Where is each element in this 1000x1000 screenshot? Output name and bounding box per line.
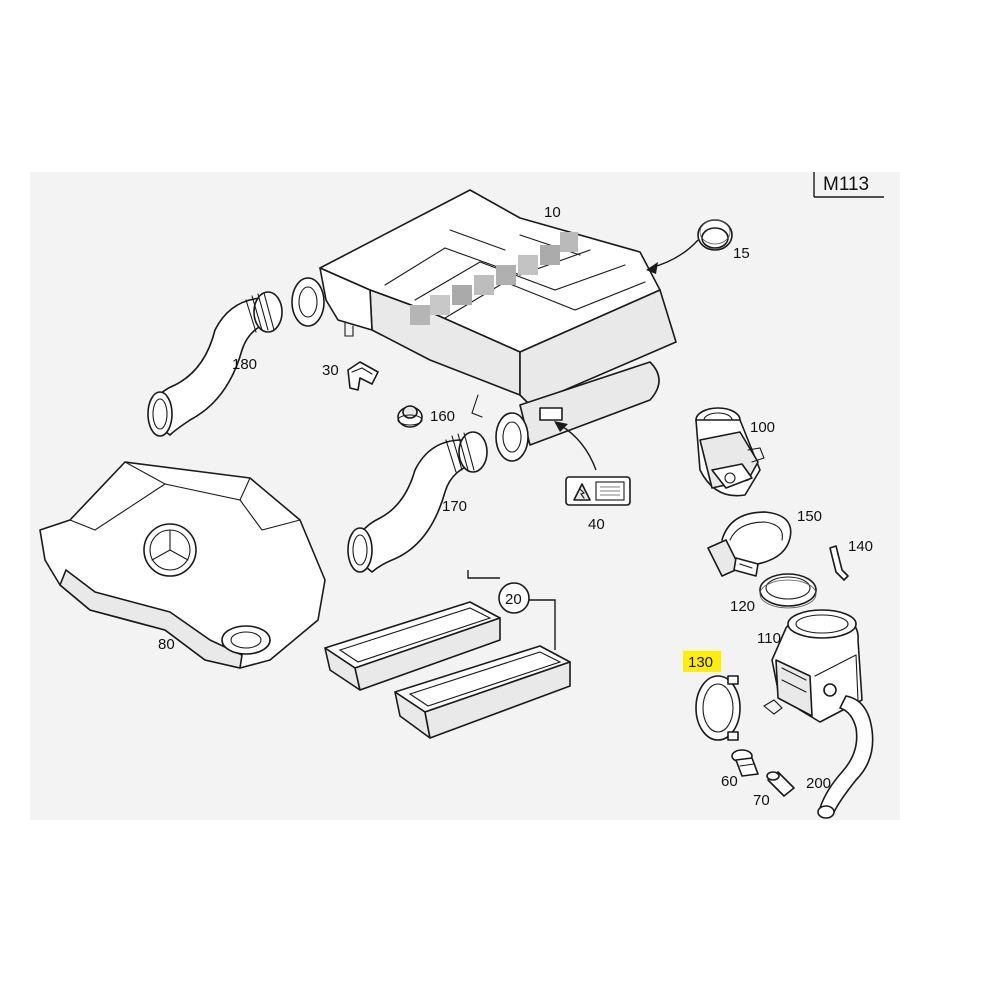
intake-hose-part-170[interactable]: [347, 431, 488, 573]
throttle-housing-part-110[interactable]: [763, 609, 863, 723]
air-filter-elements-part-20[interactable]: [324, 570, 571, 739]
intake-hose-part-180[interactable]: [147, 291, 283, 437]
callout-label-140[interactable]: 140: [848, 538, 873, 555]
bolt-part-60[interactable]: [731, 749, 759, 777]
callout-label-30[interactable]: 30: [322, 362, 339, 379]
sleeve-part-70[interactable]: [766, 771, 795, 797]
callout-label-100[interactable]: 100: [750, 419, 775, 436]
warning-label-part-40[interactable]: [565, 476, 631, 506]
hose-clamp-part-150[interactable]: [707, 511, 792, 577]
callout-label-180[interactable]: 180: [232, 356, 257, 373]
arrow-part-40-to-housing: [554, 421, 597, 471]
hose-bellows-180: [245, 291, 283, 333]
callout-label-150[interactable]: 150: [797, 508, 822, 525]
blurred-label-area: [410, 232, 578, 325]
callout-label-200[interactable]: 200: [806, 775, 831, 792]
arrow-part-15-to-housing: [646, 239, 699, 274]
engine-cover-part-80[interactable]: [39, 461, 326, 669]
callout-label-110[interactable]: 110: [757, 630, 781, 647]
callout-label-170[interactable]: 170: [442, 498, 467, 515]
callout-label-70[interactable]: 70: [753, 792, 770, 809]
callout-label-40[interactable]: 40: [588, 516, 605, 533]
callout-label-120[interactable]: 120: [730, 598, 755, 615]
callout-highlight-130: [683, 651, 721, 672]
callout-label-80[interactable]: 80: [158, 636, 175, 653]
callout-label-130[interactable]: 130: [688, 654, 713, 671]
clip-part-30[interactable]: [347, 361, 379, 391]
hose-bellows-170: [445, 431, 488, 473]
clamp-ring-part-130[interactable]: [695, 675, 741, 741]
callout-label-20[interactable]: 20: [505, 591, 522, 608]
star-emblem: [143, 523, 197, 577]
air-filter-housing-part-10[interactable]: [291, 189, 677, 462]
clip-part-140[interactable]: [829, 545, 849, 581]
air-mass-sensor-part-100[interactable]: [695, 407, 765, 497]
model-code-box: M113: [813, 172, 884, 198]
callout-circle-20: [498, 582, 530, 614]
grommet-part-160[interactable]: [397, 405, 423, 428]
model-code-label: M113: [823, 174, 869, 195]
callout-labels: 10 15 180 30 160 170 40 100 150 140 120 …: [158, 204, 873, 809]
callout-label-10[interactable]: 10: [544, 204, 561, 221]
vent-hose-part-200[interactable]: [817, 695, 874, 819]
callout-label-160[interactable]: 160: [430, 408, 455, 425]
callout-label-15[interactable]: 15: [733, 245, 750, 262]
seal-ring-part-15[interactable]: [697, 219, 733, 251]
ring-seal-part-120[interactable]: [759, 573, 817, 609]
callout-label-60[interactable]: 60: [721, 773, 738, 790]
